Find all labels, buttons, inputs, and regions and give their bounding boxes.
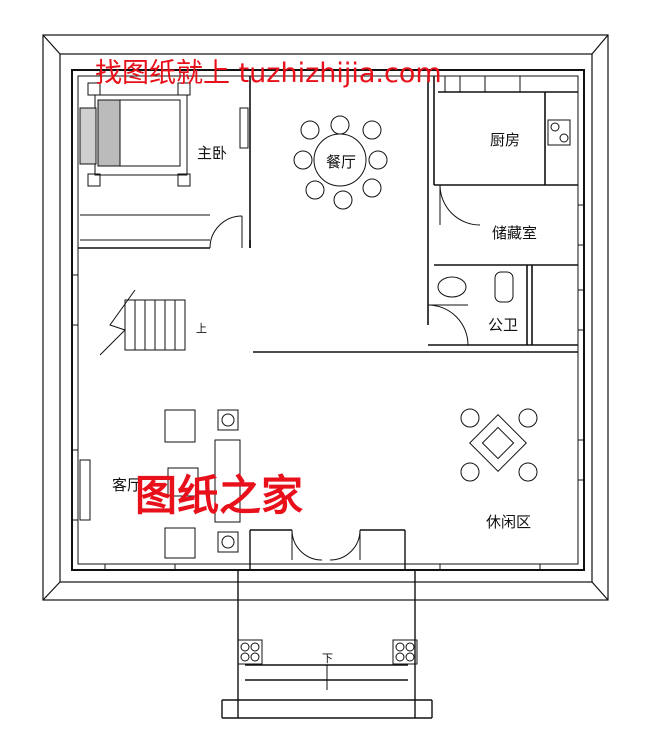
staircase	[99, 289, 186, 356]
room-label-kitchen: 厨房	[490, 131, 520, 149]
sofa-set	[79, 409, 241, 559]
planters	[237, 639, 418, 665]
bed	[79, 82, 249, 241]
windows	[71, 69, 585, 571]
watermark-center: 图纸之家	[135, 471, 303, 520]
watermark-top: 找图纸就上 tuzhizhijia.com	[95, 58, 442, 89]
dining-table	[293, 115, 388, 210]
room-label-leisure: 休闲区	[486, 513, 531, 531]
room-label-master-bedroom: 主卧	[197, 144, 227, 162]
entrance-porch	[221, 529, 433, 719]
kitchen-fixtures	[444, 75, 571, 146]
interior-walls	[78, 76, 578, 353]
bedroom-door	[209, 215, 243, 249]
tea-table	[460, 408, 538, 482]
outer-frame	[42, 34, 609, 601]
frame-outer	[42, 34, 609, 601]
room-label-storage: 储藏室	[492, 224, 537, 242]
stair-up-label: 上	[196, 322, 207, 335]
bath-door	[427, 304, 469, 346]
bath-fixtures	[437, 271, 514, 303]
room-label-living: 客厅	[112, 476, 142, 494]
room-label-dining: 餐厅	[326, 153, 356, 171]
storage-door	[439, 184, 481, 226]
room-label-bathroom: 公卫	[488, 316, 518, 334]
entry-door	[291, 529, 361, 561]
entry-down-label: 下	[322, 652, 333, 665]
frame-inner	[59, 53, 593, 583]
